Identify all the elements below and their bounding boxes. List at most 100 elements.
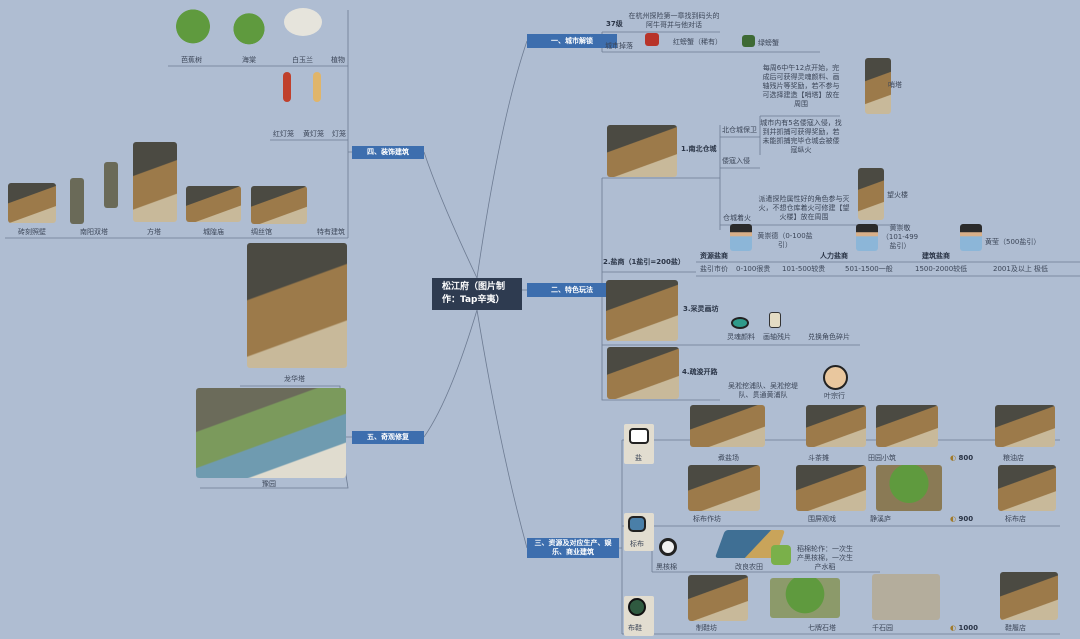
sentry-label: 哨塔	[888, 81, 902, 89]
building-image	[770, 578, 840, 618]
shop-image	[998, 465, 1056, 511]
red-crab-icon	[645, 33, 659, 46]
decor-label: 南阳双塔	[80, 228, 108, 236]
granary-title: 1.南北仓城	[681, 145, 717, 153]
paint-item-2: 画轴残片	[763, 333, 791, 341]
fire-label: 仓城着火	[723, 214, 751, 222]
city-drop-label: 城市掉落	[605, 42, 633, 50]
paint-item-1: 灵魂颜料	[727, 333, 755, 341]
building-image	[876, 465, 942, 511]
unlock-level: 37级	[606, 20, 623, 28]
dredge-image	[607, 347, 679, 399]
defend-desc: 每周6中午12点开始，完成后可获得灵魂颜料、画轴残片等奖励，若不参与可选择建造【…	[762, 64, 840, 108]
building-image	[872, 574, 940, 620]
invade-label: 倭寇入侵	[722, 157, 750, 165]
plant-image	[226, 12, 272, 54]
building-image	[688, 465, 760, 511]
sentry-tower-image	[865, 58, 891, 114]
salt-title: 2.盐商（1盐引=200盐）	[603, 258, 685, 266]
plant-label: 芭蕉树	[181, 56, 202, 64]
yu-garden-image	[196, 388, 346, 478]
coin-icon: ◐	[950, 515, 959, 523]
shop-image	[1000, 572, 1058, 620]
yellow-lantern-image	[313, 72, 321, 102]
wonder-label: 龙华塔	[284, 375, 305, 383]
dredge-person: 叶宗行	[824, 392, 845, 400]
plant-label: 海棠	[242, 56, 256, 64]
salt-icon	[629, 428, 649, 444]
scroll-fragment-icon	[769, 312, 781, 328]
lantern-label: 红灯笼	[273, 130, 294, 138]
plant-label: 白玉兰	[292, 56, 313, 64]
branch-wonders[interactable]: 五、奇观修复	[352, 431, 424, 444]
branch-special-play[interactable]: 二、特色玩法	[527, 283, 617, 297]
cost-value: 800	[958, 454, 974, 462]
cost-value: 1000	[958, 624, 979, 632]
cost: ◐ 800	[950, 454, 973, 463]
res-label: 盐	[635, 454, 642, 462]
building-label: 田园小筑	[868, 454, 896, 462]
decor-image	[104, 162, 118, 208]
root-node[interactable]: 松江府（图片制作：Tap辛夷）	[432, 278, 522, 310]
merchant-1: 黄崇德（0-100盐引）	[757, 232, 813, 249]
fire-desc: 派遣探险属性好的角色参与灭火，不想仓库着火可修建【望火楼】放在周围	[758, 195, 850, 221]
price-label: 盐引市价	[700, 265, 728, 273]
farmland-label: 改良农田	[735, 563, 763, 571]
cost: ◐ 900	[950, 515, 973, 524]
shoe-icon	[628, 598, 646, 616]
decor-label: 城隍庙	[203, 228, 224, 236]
res-label: 标布	[630, 540, 644, 548]
dredge-title: 4.疏浚开路	[682, 368, 718, 376]
watchtower-label: 望火楼	[887, 191, 908, 199]
branch-city-unlock[interactable]: 一、城市解锁	[527, 34, 617, 48]
building-image	[688, 575, 748, 621]
paint-title: 3.采灵画坊	[683, 305, 719, 313]
dredge-desc: 吴淞挖浦队、吴淞挖堤队、贯通黄浦队	[728, 382, 798, 399]
building-image	[796, 465, 866, 511]
building-image	[806, 405, 866, 447]
paint-workshop-image	[606, 280, 678, 341]
cost-value: 900	[958, 515, 974, 523]
branch-decor[interactable]: 四、装饰建筑	[352, 146, 424, 159]
plant-image	[284, 8, 322, 36]
longhua-pagoda-image	[247, 243, 347, 368]
building-label: 斗茶摊	[808, 454, 829, 462]
building-label: 千石园	[872, 624, 893, 632]
shop-label: 鞋履店	[1005, 624, 1026, 632]
branch-resources[interactable]: 三、资源及对应生产、娱乐、商业建筑	[527, 538, 619, 558]
paint-item-3: 兑换角色碎片	[808, 333, 850, 341]
red-lantern-image	[283, 72, 291, 102]
unlock-level-desc: 在杭州探险第一章找到码头的阿牛哥并与他对话	[628, 12, 720, 29]
decor-label: 绸丝馆	[251, 228, 272, 236]
price-2: 101-500较贵	[782, 265, 826, 273]
building-image	[690, 405, 765, 447]
shop-label: 粮油店	[1003, 454, 1024, 462]
cost: ◐ 1000	[950, 624, 978, 633]
price-4: 1500-2000较低	[915, 265, 968, 273]
building-image	[876, 405, 938, 447]
decor-image	[8, 183, 56, 223]
building-label: 煮盐场	[718, 454, 739, 462]
price-1: 0-100很贵	[736, 265, 771, 273]
merchant-avatar	[730, 224, 752, 251]
special-category: 特有建筑	[317, 228, 345, 236]
decor-image	[70, 178, 84, 224]
cloth-icon	[628, 516, 646, 532]
rice-cotton-icon	[771, 545, 791, 565]
ye-zongxing-avatar	[823, 365, 848, 390]
coin-icon: ◐	[950, 624, 959, 632]
decor-label: 砖刻照壁	[18, 228, 46, 236]
red-crab-label: 红螃蟹（稀有）	[673, 38, 722, 46]
decor-image	[133, 142, 177, 222]
shop-image	[995, 405, 1055, 447]
merchant-2: 黄崇敬（101-499盐引）	[881, 224, 919, 250]
lantern-label: 黄灯笼	[303, 130, 324, 138]
black-cotton-icon	[659, 538, 677, 556]
green-crab-label: 绿螃蟹	[758, 39, 779, 47]
rotation-desc: 稻棉轮作：一次生产黑核棉，一次生产水稻	[797, 545, 853, 571]
green-crab-icon	[742, 35, 755, 47]
coin-icon: ◐	[950, 454, 959, 462]
decor-label: 方塔	[147, 228, 161, 236]
building-label: 标布作坊	[693, 515, 721, 523]
building-label: 制鞋坊	[696, 624, 717, 632]
